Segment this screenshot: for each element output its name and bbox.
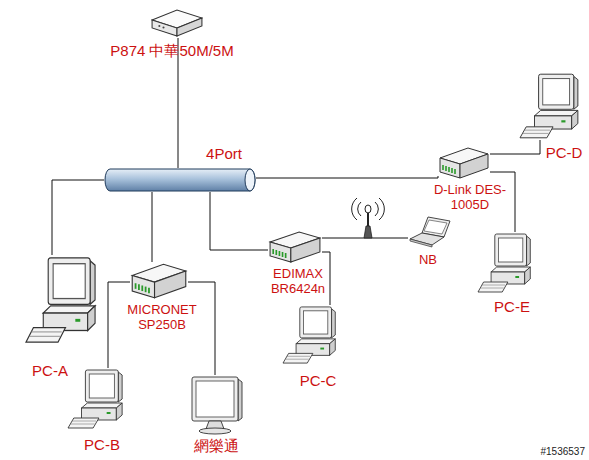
pc-node: PC-A <box>26 255 100 345</box>
device-label: PC-C <box>288 372 348 389</box>
pc-node: PC-C <box>283 305 339 365</box>
router-node: EDIMAX BR6424n <box>268 230 322 264</box>
network-cable <box>52 180 104 255</box>
device-label: PC-A <box>20 362 80 379</box>
device-label: EDIMAX BR6424n <box>263 266 333 296</box>
pc-symbol <box>478 232 534 294</box>
switch-node: D-Link DES-1005D <box>438 146 490 180</box>
device-label: 網樂通 <box>181 437 251 454</box>
device-label: 4Port <box>194 145 254 162</box>
network-cable <box>256 176 438 178</box>
laptop-symbol <box>408 215 452 249</box>
device-label: PC-D <box>542 144 586 161</box>
switch-symbol <box>438 146 490 180</box>
network-cable <box>322 252 330 305</box>
antenna-symbol <box>352 198 385 238</box>
hub-node: 4Port <box>104 168 256 192</box>
switch-symbol <box>268 230 322 264</box>
network-cable <box>152 192 153 262</box>
pc-symbol <box>283 305 339 365</box>
pc-node: PC-D <box>520 72 582 140</box>
watermark-text: #1536537 <box>541 446 586 457</box>
network-cable <box>210 192 268 250</box>
monitor-node: 網樂通 <box>188 375 244 435</box>
device-label: D-Link DES-1005D <box>430 182 510 212</box>
network-cable <box>490 172 515 232</box>
monitor-symbol <box>188 375 244 435</box>
switch-symbol <box>130 262 188 300</box>
modem-symbol <box>150 6 204 38</box>
network-cable <box>490 140 540 154</box>
device-label: NB <box>408 252 448 267</box>
switch-node: MICRONET SP250B <box>130 262 188 300</box>
device-label: PC-E <box>482 298 542 315</box>
device-label: PC-B <box>72 436 132 453</box>
network-cable <box>108 282 130 368</box>
pc-symbol <box>26 255 100 345</box>
device-label: MICRONET SP250B <box>122 302 202 332</box>
pc-symbol <box>520 72 582 140</box>
laptop-node: NB <box>408 215 452 249</box>
pc-node: PC-B <box>68 368 126 430</box>
hub-cylinder <box>104 168 256 192</box>
modem-node: P874 中華50M/5M <box>150 6 204 38</box>
network-cable <box>188 282 215 375</box>
device-label: P874 中華50M/5M <box>87 42 257 59</box>
pc-symbol <box>68 368 126 430</box>
pc-node: PC-E <box>478 232 534 294</box>
